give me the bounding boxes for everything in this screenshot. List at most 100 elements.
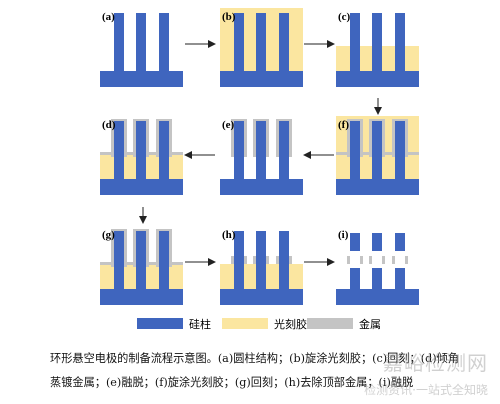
metal-coating — [266, 256, 269, 264]
silicon-pillar — [114, 13, 124, 71]
silicon-pillar — [372, 13, 382, 71]
silicon-substrate — [220, 289, 303, 305]
metal-coating — [169, 119, 172, 157]
caption-line-2: 蒸镀金属；(e)融脱；(f)旋涂光刻胶；(g)回刻；(h)去除顶部金属；(i)融… — [50, 376, 414, 389]
metal-ring — [405, 256, 408, 264]
panel-label: (c) — [338, 11, 351, 23]
panel-h: (h) — [220, 229, 303, 305]
metal-ring — [382, 256, 385, 264]
legend-swatch — [307, 318, 353, 329]
panel-b: (b) — [220, 8, 303, 87]
legend: 硅柱 光刻胶 金属 — [137, 317, 381, 331]
metal-cap — [133, 229, 149, 232]
panel-f: (f) — [336, 116, 419, 195]
silicon-pillar — [136, 121, 146, 179]
panel-label: (i) — [338, 229, 349, 241]
metal-coating — [111, 119, 114, 157]
panel-e: (e) — [220, 119, 303, 195]
metal-coating — [146, 119, 149, 157]
silicon-pillar — [395, 13, 405, 71]
metal-coating — [253, 256, 256, 264]
metal-coating — [369, 119, 372, 157]
panel-d: (d) — [100, 119, 183, 195]
metal-coating — [244, 119, 247, 157]
metal-cap — [253, 119, 269, 122]
panel-g: (g) — [100, 229, 183, 305]
metal-ring — [392, 256, 395, 264]
panel-label: (g) — [102, 229, 115, 241]
silicon-pillar — [136, 13, 146, 71]
figure-caption: 环形悬空电极的制备流程示意图。(a)圆柱结构；(b)旋涂光刻胶；(c)回刻；(d… — [50, 347, 495, 395]
metal-cap — [347, 119, 363, 122]
metal-coating — [289, 256, 292, 264]
silicon-pillar — [350, 121, 360, 179]
panel-label: (f) — [338, 119, 349, 131]
silicon-pillar — [350, 13, 360, 71]
silicon-substrate — [220, 71, 303, 87]
metal-coating — [169, 229, 172, 267]
silicon-pillar-top — [350, 233, 360, 251]
legend-label: 金属 — [359, 317, 381, 331]
silicon-substrate — [100, 71, 183, 87]
metal-coating — [133, 119, 136, 157]
silicon-pillar — [256, 231, 266, 289]
silicon-pillar — [256, 121, 266, 179]
legend-swatch — [222, 318, 268, 329]
silicon-substrate — [100, 289, 183, 305]
metal-coating — [231, 256, 234, 264]
legend-label: 光刻胶 — [274, 317, 307, 331]
process-arrows — [139, 40, 382, 266]
silicon-substrate — [336, 179, 419, 195]
panel-label: (h) — [222, 229, 236, 241]
panel-c: (c) — [336, 11, 419, 87]
metal-coating — [111, 229, 114, 267]
metal-coating — [124, 229, 127, 267]
caption-line-1: 环形悬空电极的制备流程示意图。(a)圆柱结构；(b)旋涂光刻胶；(c)回刻；(d… — [50, 352, 459, 365]
metal-ring — [347, 256, 350, 264]
silicon-pillar-top — [372, 233, 382, 251]
silicon-substrate — [336, 289, 419, 305]
metal-cap — [231, 119, 247, 122]
silicon-pillar — [395, 121, 405, 179]
silicon-pillar — [279, 231, 289, 289]
metal-cap — [392, 119, 408, 122]
metal-coating — [289, 119, 292, 157]
metal-cap — [156, 229, 172, 232]
metal-coating — [124, 119, 127, 157]
metal-cap — [369, 119, 385, 122]
panel-a: (a) — [100, 11, 183, 87]
silicon-pillar — [136, 231, 146, 289]
legend-label: 硅柱 — [189, 317, 211, 331]
metal-cap — [133, 119, 149, 122]
metal-coating — [244, 256, 247, 264]
panel-label: (a) — [102, 11, 115, 23]
metal-coating — [276, 119, 279, 157]
silicon-pillar — [159, 13, 169, 71]
silicon-substrate — [336, 71, 419, 87]
metal-cap — [276, 119, 292, 122]
metal-cap — [156, 119, 172, 122]
silicon-pillar — [279, 13, 289, 71]
metal-coating — [253, 119, 256, 157]
silicon-substrate — [220, 179, 303, 195]
silicon-pillar-bottom — [372, 268, 382, 289]
metal-coating — [133, 229, 136, 267]
metal-coating — [347, 119, 350, 157]
silicon-pillar — [159, 231, 169, 289]
silicon-pillar-bottom — [350, 268, 360, 289]
metal-ring — [360, 256, 363, 264]
silicon-pillar-bottom — [395, 268, 405, 289]
silicon-pillar — [159, 121, 169, 179]
metal-coating — [156, 229, 159, 267]
silicon-pillar-top — [395, 233, 405, 251]
metal-ring — [369, 256, 372, 264]
metal-coating — [382, 119, 385, 157]
metal-coating — [392, 119, 395, 157]
panel-i: (i) — [336, 229, 419, 305]
silicon-pillar — [256, 13, 266, 71]
metal-coating — [360, 119, 363, 157]
silicon-pillar — [234, 121, 244, 179]
silicon-pillar — [114, 121, 124, 179]
metal-coating — [405, 119, 408, 157]
